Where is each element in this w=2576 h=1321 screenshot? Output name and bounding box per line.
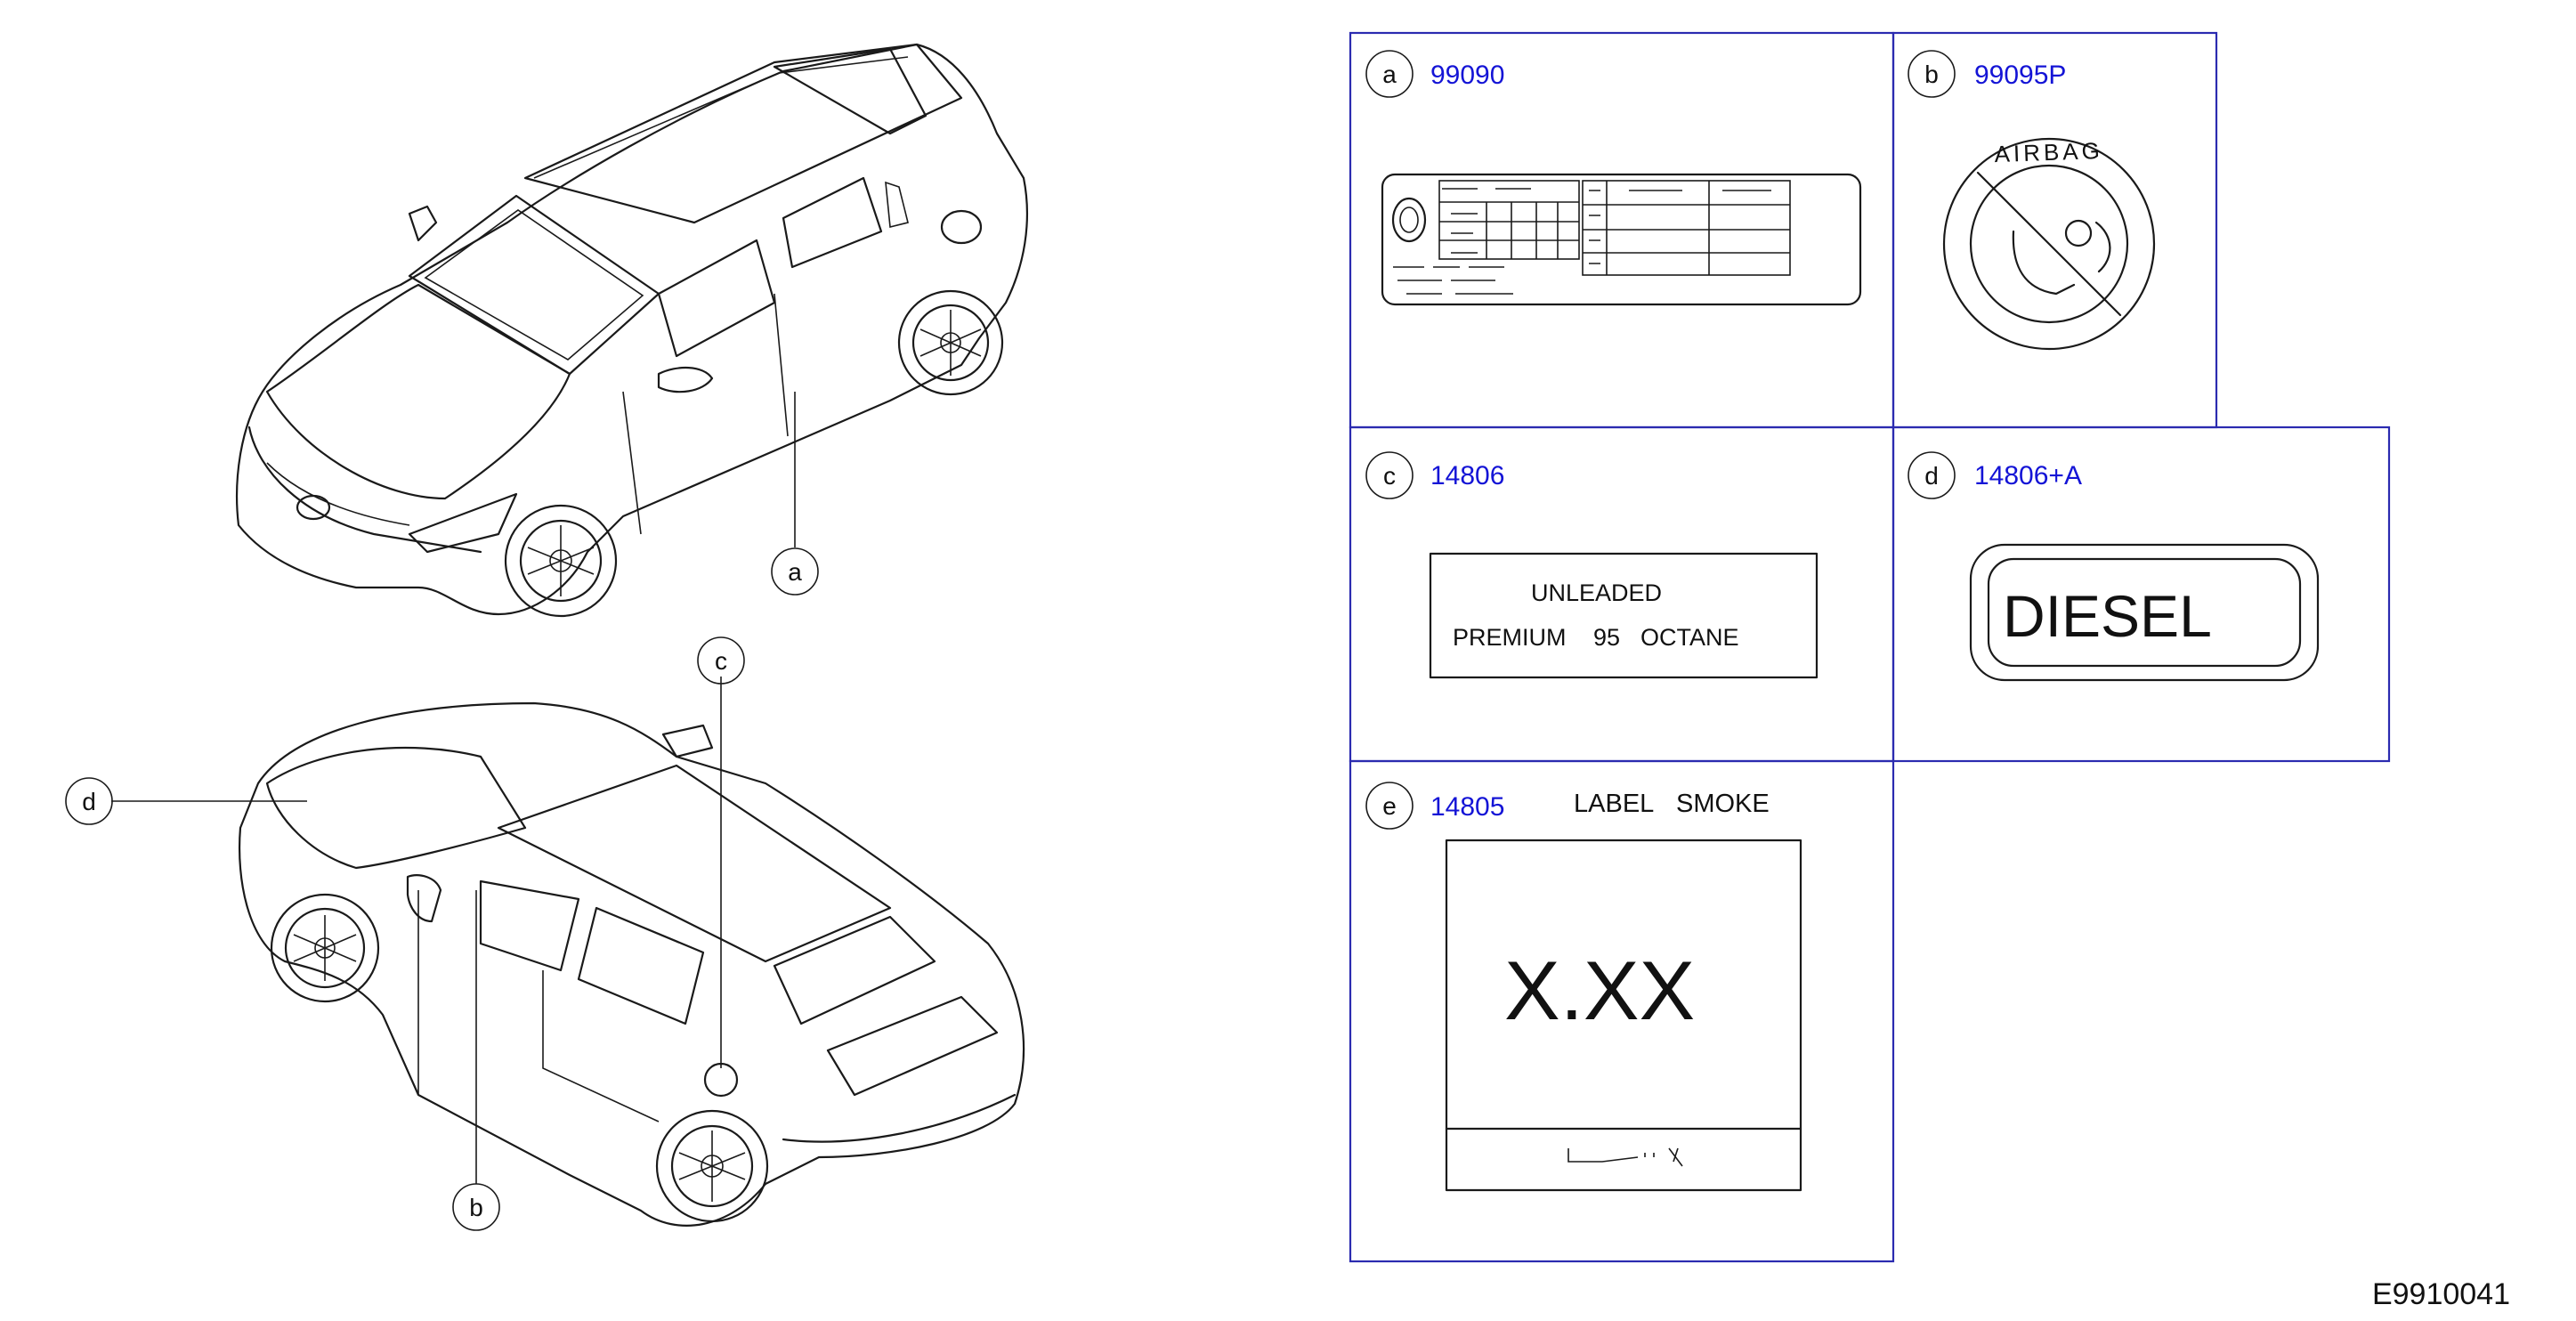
airbag-warning-icon: AIRBAG [1942, 137, 2156, 351]
part-number-a: 99090 [1430, 61, 1504, 90]
smoke-label-title-2: SMOKE [1676, 790, 1770, 818]
fuel-label-grade: PREMIUM [1453, 624, 1567, 651]
svg-text:c: c [715, 647, 727, 675]
svg-text:d: d [82, 788, 96, 815]
label-panels [1349, 31, 2391, 1263]
svg-text:d: d [1924, 462, 1939, 490]
part-number-b: 99095P [1974, 61, 2066, 90]
callout-a-vehicle: a [771, 547, 819, 596]
part-number-c: 14806 [1430, 461, 1504, 490]
callout-b-vehicle: b [452, 1183, 500, 1231]
svg-text:e: e [1382, 792, 1397, 820]
svg-text:AIRBAG: AIRBAG [1994, 137, 2103, 167]
fuel-label-line1: UNLEADED [1531, 579, 1662, 606]
smoke-label-value: X.XX [1504, 944, 1695, 1037]
svg-text:a: a [788, 558, 802, 586]
panel-a: a 99090 [1365, 50, 1862, 306]
panel-b: b 99095P AIRBAG [1908, 50, 2156, 351]
svg-text:a: a [1382, 61, 1397, 88]
smoke-label-title-1: LABEL [1574, 790, 1654, 818]
svg-text:b: b [1924, 61, 1939, 88]
panel-e: e 14805 LABEL SMOKE X.XX [1365, 782, 1802, 1192]
panel-d: d 14806+A DIESEL [1908, 451, 2320, 682]
part-number-e: 14805 [1430, 792, 1504, 822]
fuel-label-octane: OCTANE [1640, 624, 1739, 651]
part-number-d: 14806+A [1974, 461, 2082, 490]
fuel-label-octane-number: 95 [1593, 624, 1620, 651]
figure-id: E9910041 [2372, 1277, 2510, 1311]
svg-text:c: c [1383, 462, 1396, 490]
svg-text:b: b [469, 1194, 483, 1221]
diesel-label-text: DIESEL [2003, 583, 2212, 649]
callout-d-vehicle: d [65, 777, 113, 825]
panel-c: c 14806 UNLEADED PREMIUM 95 OCTANE [1365, 451, 1819, 679]
callout-c-vehicle: c [697, 636, 745, 685]
vehicle-rear-view [111, 677, 1025, 1227]
vehicle-front-view [236, 43, 1028, 618]
